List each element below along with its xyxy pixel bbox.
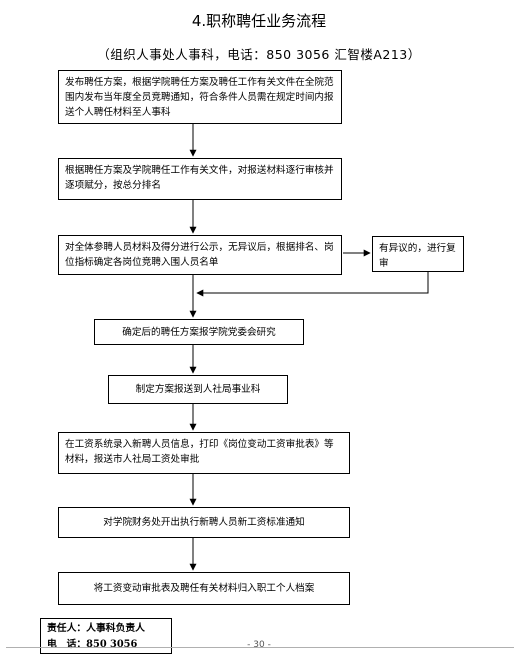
- return-line-side: [196, 272, 429, 297]
- page-subtitle: （组织人事处人事科，电话：850 3056 汇智楼A213）: [97, 47, 421, 62]
- footer-rule: [6, 647, 514, 648]
- step-public-notice: 对全体参聘人员材料及得分进行公示，无异议后，根据排名、岗位指标确定各岗位竞聘入围…: [58, 235, 342, 275]
- step-publish-plan: 发布聘任方案，根据学院聘任方案及聘任工作有关文件在全院范围内发布当年度全员竞聘通…: [58, 70, 342, 124]
- page-number: - 30 -: [247, 640, 271, 650]
- footer-contact-box: 责任人：人事科负责人 电 话：850 3056: [40, 618, 172, 654]
- step-archive: 将工资变动审批表及聘任有关材料归入职工个人档案: [58, 572, 350, 605]
- step-submit-bureau: 制定方案报送到人社局事业科: [108, 375, 288, 404]
- step-finance-notice: 对学院财务处开出执行新聘人员新工资标准通知: [58, 507, 350, 538]
- step-enter-salary-system: 在工资系统录入新聘人员信息，打印《岗位变动工资审批表》等材料，报送市人社局工资处…: [58, 432, 350, 474]
- contact-phone: 电 话：850 3056: [47, 639, 138, 650]
- page-title: 4.职称聘任业务流程: [191, 12, 327, 30]
- step-review-score: 根据聘任方案及学院聘任工作有关文件，对报送材料逐行审核并逐项赋分，按总分排名: [58, 158, 342, 200]
- responsible-person: 责任人：人事科负责人: [47, 623, 145, 634]
- step-objection-review: 有异议的，进行复审: [372, 236, 464, 272]
- step-party-committee: 确定后的聘任方案报学院党委会研究: [94, 319, 304, 345]
